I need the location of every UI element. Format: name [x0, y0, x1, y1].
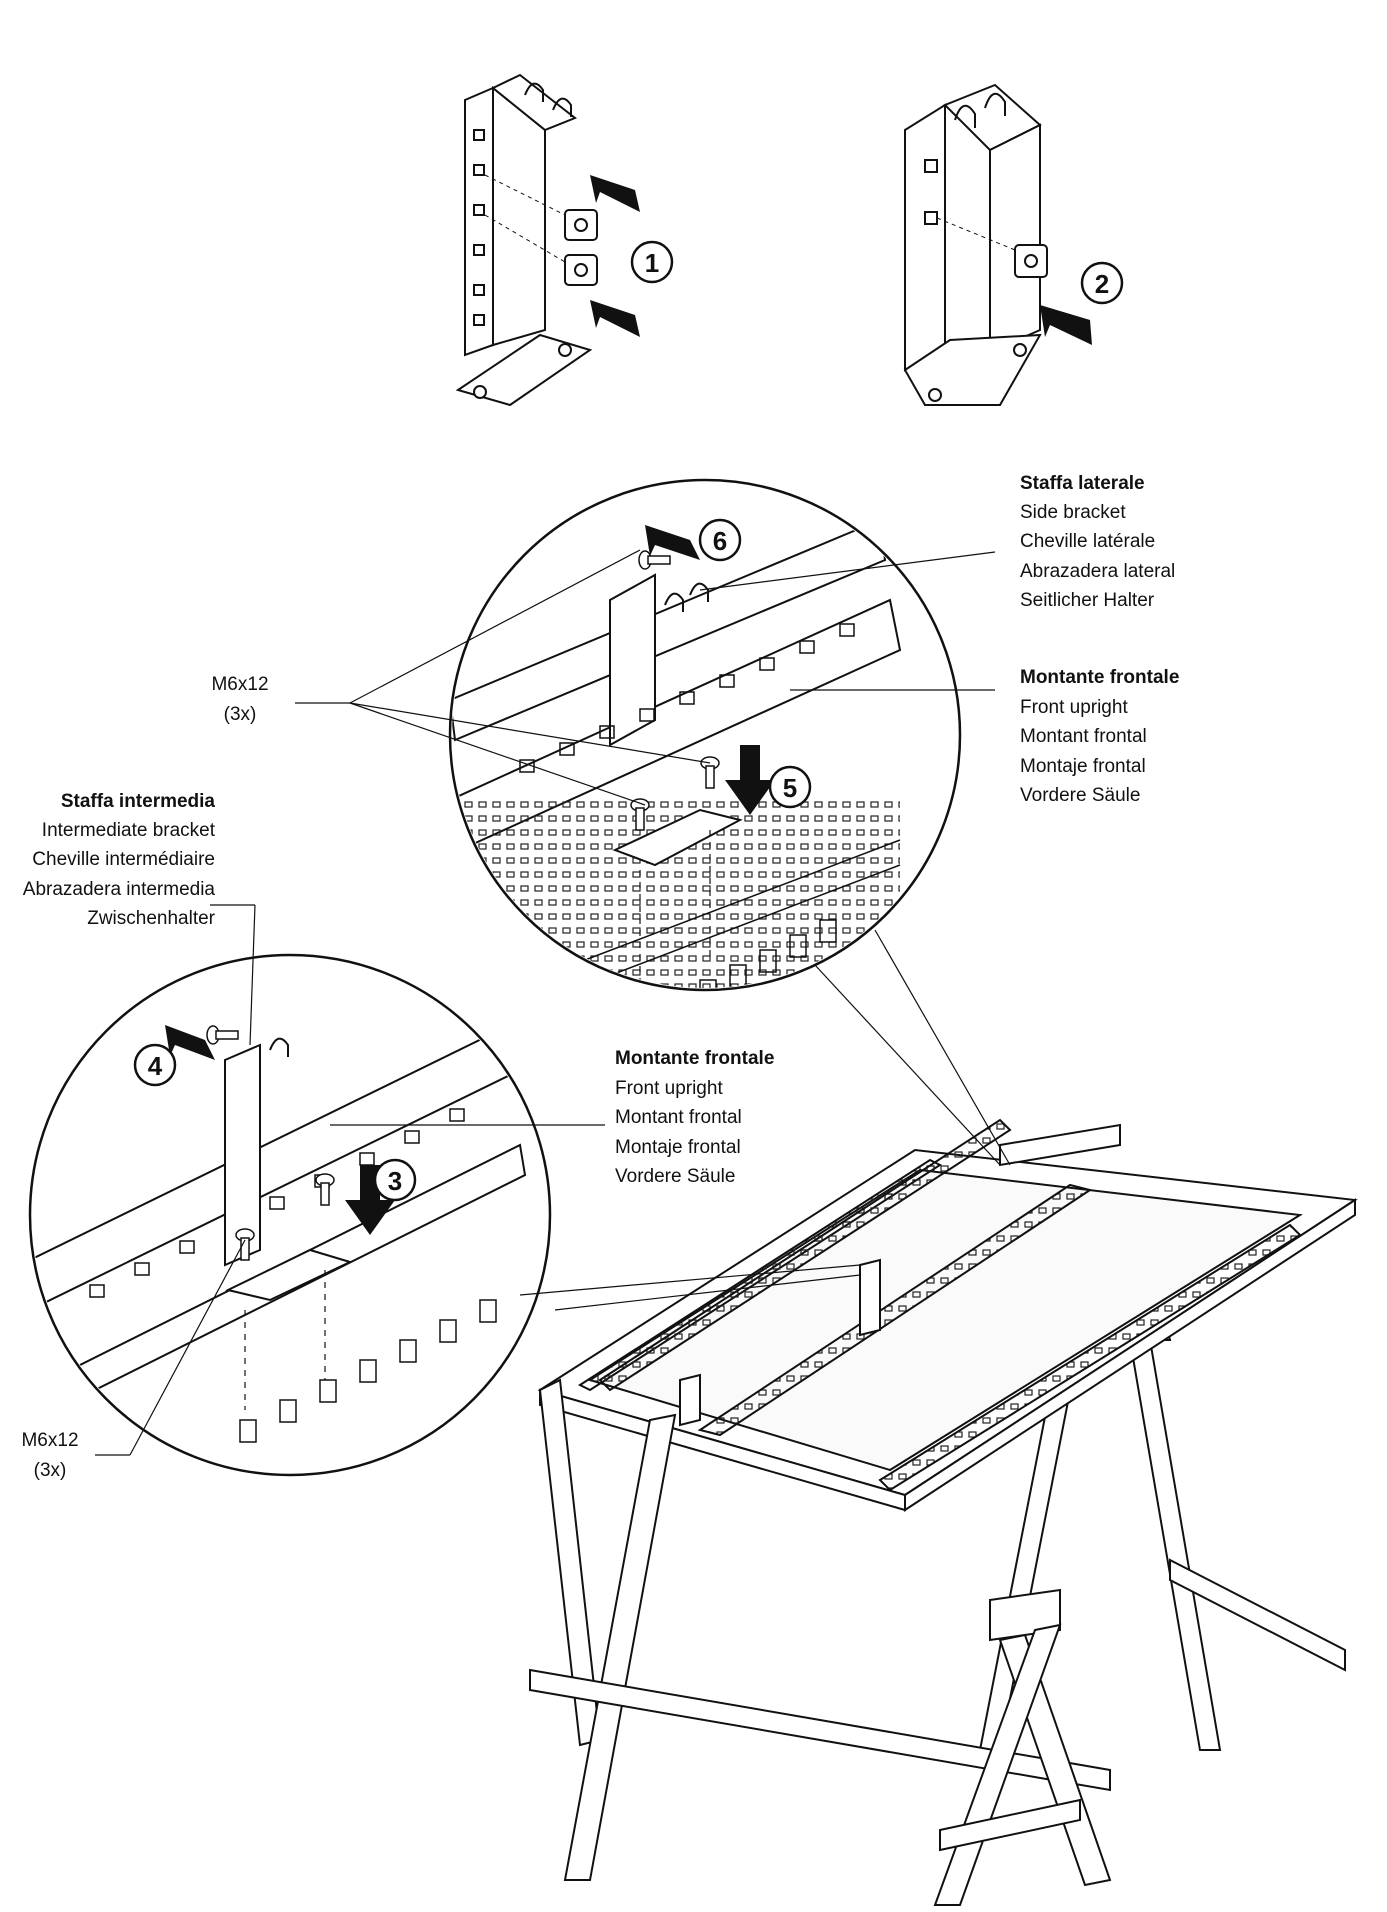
step-2-marker: 2 [1080, 261, 1124, 305]
label-screw-bottom: M6x12 (3x) [21, 1430, 78, 1481]
leader-lines [95, 549, 1011, 1456]
svg-text:Staffa laterale: Staffa laterale [1020, 473, 1145, 494]
svg-text:Staffa intermedia: Staffa intermedia [61, 791, 216, 812]
svg-text:3: 3 [388, 1166, 402, 1196]
label-front-upright-top: Montante frontale Front upright Montant … [1020, 667, 1179, 806]
svg-text:Abrazadera lateral: Abrazadera lateral [1020, 561, 1175, 582]
svg-text:Zwischenhalter: Zwischenhalter [87, 908, 215, 929]
screw-icon [206, 1025, 335, 1261]
svg-text:Montaje frontal: Montaje frontal [1020, 756, 1146, 777]
svg-text:Cheville intermédiaire: Cheville intermédiaire [32, 849, 215, 870]
rack-on-sawhorses [529, 1118, 1358, 1906]
label-front-upright-bottom: Montante frontale Front upright Montant … [615, 1048, 774, 1187]
detail-circle-bottom [28, 953, 552, 1477]
svg-text:Vordere Säule: Vordere Säule [615, 1166, 735, 1187]
arrow-icon [1040, 305, 1092, 345]
svg-text:M6x12: M6x12 [211, 674, 268, 695]
label-intermediate-bracket: Staffa intermedia Intermediate bracket C… [23, 791, 216, 929]
svg-text:Abrazadera intermedia: Abrazadera intermedia [23, 879, 216, 900]
step-4-marker: 4 [133, 1043, 177, 1087]
svg-text:Front upright: Front upright [615, 1078, 723, 1099]
arrow-icon [590, 175, 640, 337]
svg-text:6: 6 [713, 526, 727, 556]
svg-text:(3x): (3x) [224, 704, 257, 725]
svg-text:1: 1 [645, 248, 659, 278]
svg-text:Side bracket: Side bracket [1020, 502, 1126, 523]
svg-text:Montante frontale: Montante frontale [1020, 667, 1179, 688]
svg-text:(3x): (3x) [34, 1460, 67, 1481]
label-screw-top: M6x12 (3x) [211, 674, 268, 725]
step-3-marker: 3 [373, 1158, 417, 1202]
svg-text:5: 5 [783, 773, 797, 803]
svg-text:4: 4 [148, 1051, 163, 1081]
svg-text:2: 2 [1095, 269, 1109, 299]
step-6-marker: 6 [698, 518, 742, 562]
svg-text:Montant frontal: Montant frontal [1020, 726, 1147, 747]
svg-text:Montante frontale: Montante frontale [615, 1048, 774, 1069]
svg-text:Montant frontal: Montant frontal [615, 1107, 742, 1128]
svg-text:Cheville latérale: Cheville latérale [1020, 531, 1155, 552]
svg-text:Front upright: Front upright [1020, 697, 1128, 718]
svg-text:Seitlicher Halter: Seitlicher Halter [1020, 590, 1155, 611]
svg-text:M6x12: M6x12 [21, 1430, 78, 1451]
svg-text:Vordere Säule: Vordere Säule [1020, 785, 1140, 806]
step-5-marker: 5 [768, 765, 812, 809]
intermediate-bracket-figure [455, 73, 598, 407]
svg-text:Montaje frontal: Montaje frontal [615, 1137, 741, 1158]
side-bracket-figure [903, 83, 1048, 406]
label-side-bracket: Staffa laterale Side bracket Cheville la… [1020, 473, 1175, 611]
arrow-icon [645, 525, 775, 815]
svg-text:Intermediate bracket: Intermediate bracket [42, 820, 216, 841]
step-1-marker: 1 [630, 240, 674, 284]
arrow-icon [165, 1025, 395, 1235]
detail-circle-top [448, 478, 962, 992]
